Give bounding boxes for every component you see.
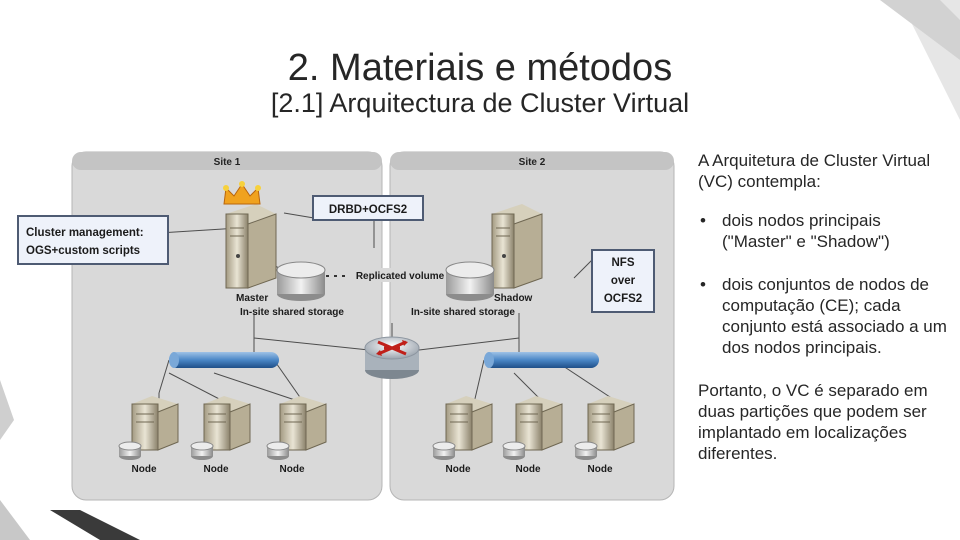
- drbd-ocfs2-box: DRBD+OCFS2: [312, 195, 424, 221]
- site-2-label: Site 2: [519, 157, 546, 168]
- shadow-storage-icon: [445, 261, 495, 301]
- nfs-line1: NFS: [612, 257, 635, 269]
- compute-node-icon: Node: [432, 396, 493, 475]
- replicated-volume-link: Replicated volume: [326, 268, 454, 282]
- shadow-label: Shadow: [494, 293, 533, 304]
- shadow-server-icon: [491, 204, 543, 289]
- bullet-item: dois conjuntos de nodos de computação (C…: [698, 274, 953, 358]
- compute-node-icon: Node: [118, 396, 179, 475]
- shadow-storage-label: In-site shared storage: [411, 307, 515, 318]
- network-bus-site-2: [484, 352, 599, 368]
- master-storage-icon: [276, 261, 326, 301]
- nfs-line2: over: [611, 275, 636, 287]
- node-label: Node: [280, 464, 305, 475]
- compute-node-icon: Node: [574, 396, 635, 475]
- node-label: Node: [446, 464, 471, 475]
- compute-node-icon: Node: [190, 396, 251, 475]
- router-icon: [364, 336, 420, 379]
- network-bus-site-1: [169, 352, 279, 368]
- site-1-label: Site 1: [214, 157, 241, 168]
- master-storage-label: In-site shared storage: [240, 307, 344, 318]
- node-label: Node: [516, 464, 541, 475]
- crown-icon: [223, 181, 261, 205]
- slide-subtitle: [2.1] Arquitectura de Cluster Virtual: [270, 88, 690, 118]
- explanation-text: A Arquitetura de Cluster Virtual (VC) co…: [698, 150, 953, 464]
- cluster-management-line1: Cluster management:: [26, 227, 144, 239]
- node-label: Node: [204, 464, 229, 475]
- bullet-list: dois nodos principais ("Master" e "Shado…: [698, 210, 953, 358]
- drbd-ocfs2-label: DRBD+OCFS2: [329, 204, 407, 216]
- compute-node-icon: Node: [266, 396, 327, 475]
- conclusion-paragraph: Portanto, o VC é separado em duas partiç…: [698, 381, 928, 463]
- cluster-architecture-diagram: Site 1 Site 2: [14, 148, 682, 510]
- compute-node-icon: Node: [502, 396, 563, 475]
- node-label: Node: [588, 464, 613, 475]
- bullet-item: dois nodos principais ("Master" e "Shado…: [698, 210, 953, 252]
- cluster-management-line2: OGS+custom scripts: [26, 245, 140, 257]
- cluster-management-box: Cluster management: OGS+custom scripts: [17, 215, 169, 265]
- nfs-line3: OCFS2: [604, 293, 642, 305]
- nfs-over-ocfs2-box: NFS over OCFS2: [591, 249, 655, 313]
- replicated-volume-label: Replicated volume: [356, 271, 445, 282]
- master-label: Master: [236, 293, 268, 304]
- intro-paragraph: A Arquitetura de Cluster Virtual (VC) co…: [698, 151, 931, 191]
- slide-title: 2. Materiais e métodos: [287, 47, 673, 90]
- node-label: Node: [132, 464, 157, 475]
- master-server-icon: [225, 204, 277, 289]
